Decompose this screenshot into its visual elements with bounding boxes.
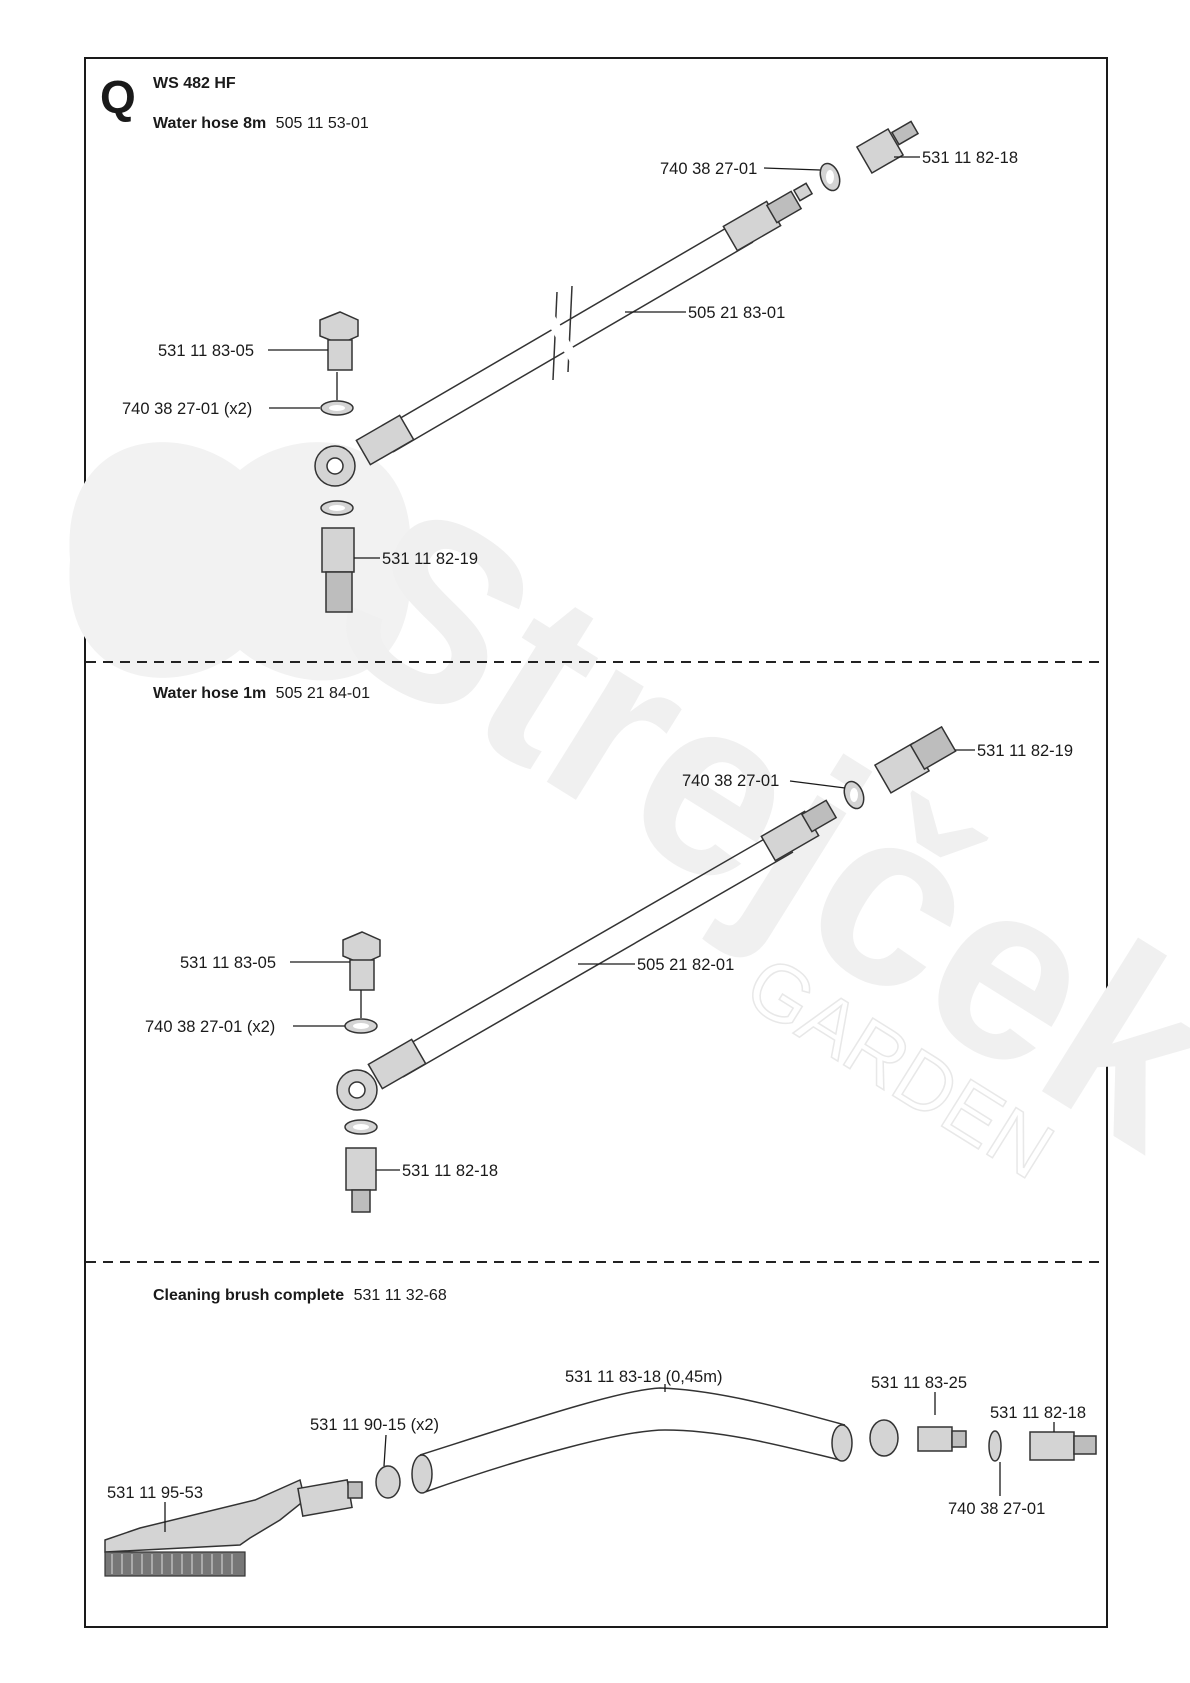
label-g3-nipple: 531 11 82-18 — [990, 1404, 1086, 1422]
page-frame — [84, 57, 1108, 1628]
label-g3-washer: 740 38 27-01 — [948, 1500, 1045, 1518]
leader-g2-washer-top — [789, 780, 846, 789]
group-heading-2: Water hose 1m 505 21 84-01 — [153, 685, 370, 702]
cleaning-brush-drawing — [104, 1387, 1097, 1577]
label-g2-washer-top: 740 38 27-01 — [682, 772, 779, 790]
hose-1m-drawing — [336, 725, 957, 1213]
hose-8m-drawing — [314, 120, 920, 613]
label-g2-bolt: 531 11 83-05 — [180, 954, 276, 972]
leader-g1-washer-top — [763, 167, 821, 171]
label-g1-washers: 740 38 27-01 (x2) — [122, 400, 252, 418]
label-g2-washers: 740 38 27-01 (x2) — [145, 1018, 275, 1036]
label-g1-nipple: 531 11 82-18 — [922, 149, 1018, 167]
model-title: WS 482 HF — [153, 75, 236, 92]
label-g1-washer-top: 740 38 27-01 — [660, 160, 757, 178]
group-1-title: Water hose 8m — [153, 115, 266, 132]
watermark: Strejček GARDEN — [69, 442, 1190, 1201]
label-g1-bolt: 531 11 83-05 — [158, 342, 254, 360]
group-heading-3: Cleaning brush complete 531 11 32-68 — [153, 1287, 447, 1304]
label-g3-clamps: 531 11 90-15 (x2) — [310, 1416, 439, 1434]
label-g2-hose: 505 21 82-01 — [637, 956, 734, 974]
label-g3-brush: 531 11 95-53 — [107, 1484, 203, 1502]
label-g2-nipple: 531 11 82-18 — [402, 1162, 498, 1180]
label-g3-connector: 531 11 83-25 — [871, 1374, 967, 1392]
leader-g3-clamps — [383, 1434, 387, 1467]
label-g1-coupling: 531 11 82-19 — [382, 550, 478, 568]
group-2-title: Water hose 1m — [153, 685, 266, 702]
label-g3-hose: 531 11 83-18 (0,45m) — [565, 1368, 722, 1386]
group-1-part-no: 505 11 53-01 — [276, 115, 369, 132]
group-2-part-no: 505 21 84-01 — [276, 685, 370, 702]
group-heading-1: Water hose 8m 505 11 53-01 — [153, 115, 369, 132]
label-g1-hose: 505 21 83-01 — [688, 304, 785, 322]
section-letter: Q — [100, 71, 136, 123]
label-g2-coupling: 531 11 82-19 — [977, 742, 1073, 760]
group-3-title: Cleaning brush complete — [153, 1287, 344, 1304]
group-3-part-no: 531 11 32-68 — [354, 1287, 447, 1304]
